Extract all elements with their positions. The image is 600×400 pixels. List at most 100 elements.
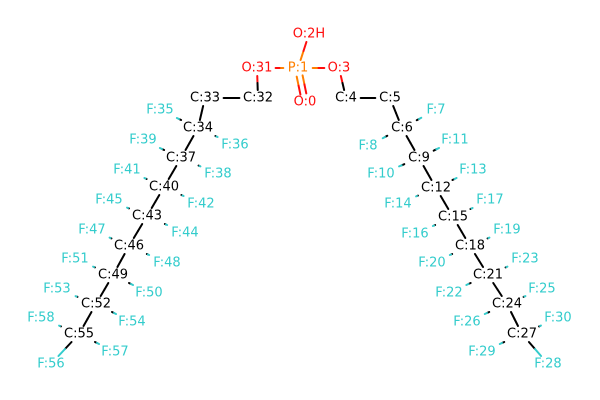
atom-label-o2: O:2H — [293, 27, 325, 42]
atom-label-f28: F:28 — [534, 357, 561, 372]
bond-c12-c15 — [443, 201, 450, 210]
bond-c27-f28 — [534, 348, 543, 357]
bond-c9-c12 — [422, 165, 429, 174]
atom-label-f48: F:48 — [153, 256, 180, 271]
bond-c5-c6 — [392, 105, 397, 114]
atom-label-f20: F:20 — [418, 256, 445, 271]
bond-c9-c12 — [426, 172, 433, 181]
bond-c6-c9 — [405, 135, 412, 144]
atom-label-c12: C:12 — [421, 181, 451, 196]
atom-label-c37: C:37 — [166, 151, 196, 166]
bond-c6-f7 — [418, 116, 423, 120]
bond-c49-f50 — [130, 283, 134, 286]
bond-c37-f39 — [158, 147, 163, 150]
atom-label-f45: F:45 — [95, 193, 122, 208]
atom-label-c43: C:43 — [132, 209, 162, 224]
atom-label-f44: F:44 — [171, 226, 198, 241]
atom-label-f57: F:57 — [101, 345, 128, 360]
atom-label-f25: F:25 — [528, 282, 555, 297]
bond-c24-f26 — [483, 312, 488, 315]
atom-label-c5: C:5 — [379, 91, 401, 106]
bond-c46-f48 — [147, 253, 151, 256]
bond-p1-o0 — [301, 74, 306, 86]
bond-c40-f41 — [143, 177, 147, 180]
bond-c49-c52 — [99, 288, 106, 297]
bond-c52-f54 — [113, 312, 117, 315]
atom-label-f29: F:29 — [468, 345, 495, 360]
bond-c27-f28 — [527, 341, 536, 350]
bond-c21-f22 — [465, 283, 470, 286]
atom-label-f22: F:22 — [435, 286, 462, 301]
atom-label-f19: F:19 — [493, 223, 520, 238]
bond-p1-o0 — [295, 75, 300, 87]
atom-label-f30: F:30 — [544, 311, 571, 326]
atom-label-f58: F:58 — [27, 311, 54, 326]
atom-label-c32: C:32 — [243, 91, 273, 106]
atom-label-c9: C:9 — [408, 151, 430, 166]
atom-label-c34: C:34 — [183, 121, 213, 136]
bond-c21-c24 — [496, 288, 503, 297]
bond-c33-c34 — [198, 112, 203, 121]
atom-label-c55: C:55 — [64, 327, 94, 342]
bond-c12-f13 — [453, 177, 458, 180]
atom-label-f16: F:16 — [401, 227, 428, 242]
bond-c55-f56 — [64, 341, 73, 350]
bond-c9-f10 — [398, 164, 403, 168]
bond-c34-c37 — [188, 135, 195, 144]
atom-label-o3: O:3 — [328, 61, 351, 76]
bond-c6-f8 — [381, 136, 386, 140]
bond-c43-f44 — [165, 223, 169, 226]
bond-c43-c46 — [137, 223, 144, 232]
bond-c15-c18 — [456, 224, 463, 233]
bond-c46-c49 — [120, 253, 126, 262]
atom-label-c49: C:49 — [98, 268, 128, 283]
atom-label-f56: F:56 — [37, 357, 64, 372]
bond-c43-c46 — [132, 230, 139, 239]
atom-label-f10: F:10 — [367, 167, 394, 182]
bond-c12-c15 — [439, 195, 446, 204]
atom-label-c27: C:27 — [507, 327, 537, 342]
atom-label-f38: F:38 — [204, 167, 231, 182]
bond-c18-c21 — [478, 259, 485, 268]
atom-label-c15: C:15 — [438, 210, 468, 225]
bond-o3-c4 — [339, 75, 344, 84]
bond-c40-c43 — [150, 200, 157, 209]
bond-c6-c9 — [409, 142, 416, 151]
atom-label-f47: F:47 — [78, 223, 105, 238]
bond-c21-c24 — [492, 282, 499, 291]
atom-label-o31: O:31 — [242, 61, 273, 76]
atom-label-c4: C:4 — [335, 91, 357, 106]
bond-c18-f20 — [448, 253, 452, 256]
bond-c24-c27 — [510, 311, 516, 320]
atom-label-p1: P:1 — [288, 61, 309, 76]
atom-label-f26: F:26 — [453, 315, 480, 330]
bond-c55-f56 — [57, 348, 66, 357]
bond-c15-c18 — [460, 230, 467, 239]
atom-label-f7: F:7 — [426, 103, 445, 118]
bond-c34-f35 — [175, 117, 180, 120]
bonds-layer — [57, 41, 543, 357]
atom-label-o0: O:0 — [294, 95, 317, 110]
atom-label-c46: C:46 — [114, 239, 144, 254]
bond-c34-c37 — [184, 142, 191, 151]
atom-label-c40: C:40 — [149, 180, 179, 195]
bond-p1-o0 — [303, 83, 308, 95]
bond-c52-c55 — [82, 318, 89, 327]
bond-p1-o2 — [299, 50, 305, 61]
atom-label-c18: C:18 — [455, 239, 485, 254]
bond-c46-c49 — [116, 259, 122, 268]
bond-c40-c43 — [154, 194, 161, 203]
atom-label-c33: C:33 — [190, 91, 220, 106]
bond-c40-f42 — [181, 194, 185, 197]
atom-label-f50: F:50 — [135, 286, 162, 301]
atom-label-f23: F:23 — [511, 252, 538, 267]
atom-label-f42: F:42 — [187, 197, 214, 212]
bond-c49-c52 — [103, 282, 110, 291]
bond-c18-c21 — [473, 253, 480, 262]
bond-c34-f36 — [215, 135, 219, 138]
atom-label-f51: F:51 — [61, 252, 88, 267]
atom-label-f17: F:17 — [476, 193, 503, 208]
